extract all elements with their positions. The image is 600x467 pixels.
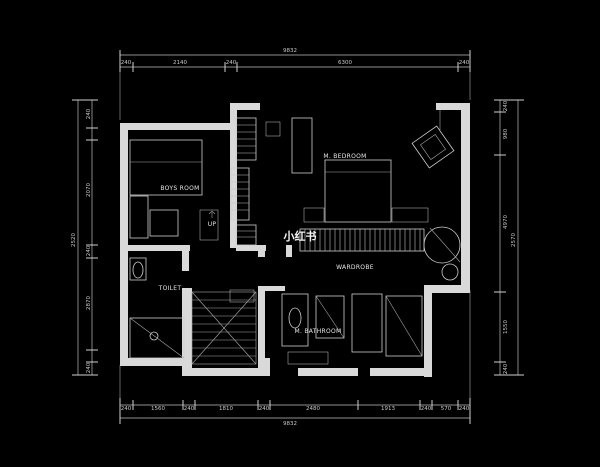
right-dimension-1: 240 — [503, 100, 509, 111]
right-dimension-lines — [494, 99, 524, 376]
master-bathroom-label: M. BATHROOM — [294, 328, 341, 335]
right-dimension-3: 4970 — [503, 215, 509, 229]
right-total-dimension: 2570 — [511, 233, 517, 247]
right-dimension-2: 980 — [503, 128, 509, 139]
master-bedroom-furniture — [265, 110, 455, 223]
right-dimension-4: 1550 — [503, 320, 509, 334]
walls — [120, 103, 470, 377]
bottom-dimension-5: 240 — [259, 406, 270, 412]
bottom-dimension-9: 570 — [441, 406, 452, 412]
left-dimension-lines — [72, 99, 98, 376]
bottom-dimension-2: 1560 — [151, 406, 165, 412]
top-total-dimension: 9832 — [283, 48, 297, 54]
top-dimension-5: 240 — [459, 60, 470, 66]
bottom-total-dimension: 9832 — [283, 421, 297, 427]
left-total-dimension: 2520 — [71, 233, 77, 247]
top-dimension-3: 240 — [226, 60, 237, 66]
top-dimension-1: 240 — [121, 60, 132, 66]
bottom-dimension-6: 2480 — [306, 406, 320, 412]
boys-room-label: BOYS ROOM — [160, 185, 199, 192]
top-dimension-lines — [119, 50, 471, 120]
corridor-stairs — [191, 289, 257, 365]
bottom-dimension-4: 1810 — [219, 406, 233, 412]
master-bedroom-label: M. BEDROOM — [323, 153, 366, 160]
toilet-fixtures — [129, 257, 185, 359]
wardrobe-cabinets — [299, 226, 461, 281]
watermark: 小红书 — [283, 229, 317, 243]
left-dimension-3: 240 — [86, 245, 92, 256]
stair-up-arrow-icon — [208, 210, 216, 218]
bottom-dimension-8: 240 — [421, 406, 432, 412]
wardrobe-label: WARDROBE — [336, 264, 374, 271]
top-dimension-4: 6300 — [338, 60, 352, 66]
left-dimension-2: 2070 — [86, 183, 92, 197]
right-dimension-5: 240 — [503, 363, 509, 374]
bottom-dimension-10: 240 — [459, 406, 470, 412]
armchair-icon — [411, 125, 455, 169]
boys-room-furniture — [129, 139, 219, 241]
top-dimension-2: 2140 — [173, 60, 187, 66]
bottom-dimension-lines — [119, 290, 471, 424]
bottom-dimension-7: 1913 — [381, 406, 395, 412]
stair-up-label: UP — [208, 221, 217, 228]
left-dimension-4: 2870 — [86, 296, 92, 310]
hall-closets — [230, 117, 257, 246]
bottom-dimension-1: 240 — [121, 406, 132, 412]
left-dimension-5: 240 — [86, 362, 92, 373]
left-dimension-1: 240 — [86, 108, 92, 119]
toilet-label: TOILET — [158, 285, 182, 292]
bottom-dimension-3: 240 — [184, 406, 195, 412]
master-bathroom-fixtures — [281, 293, 423, 365]
